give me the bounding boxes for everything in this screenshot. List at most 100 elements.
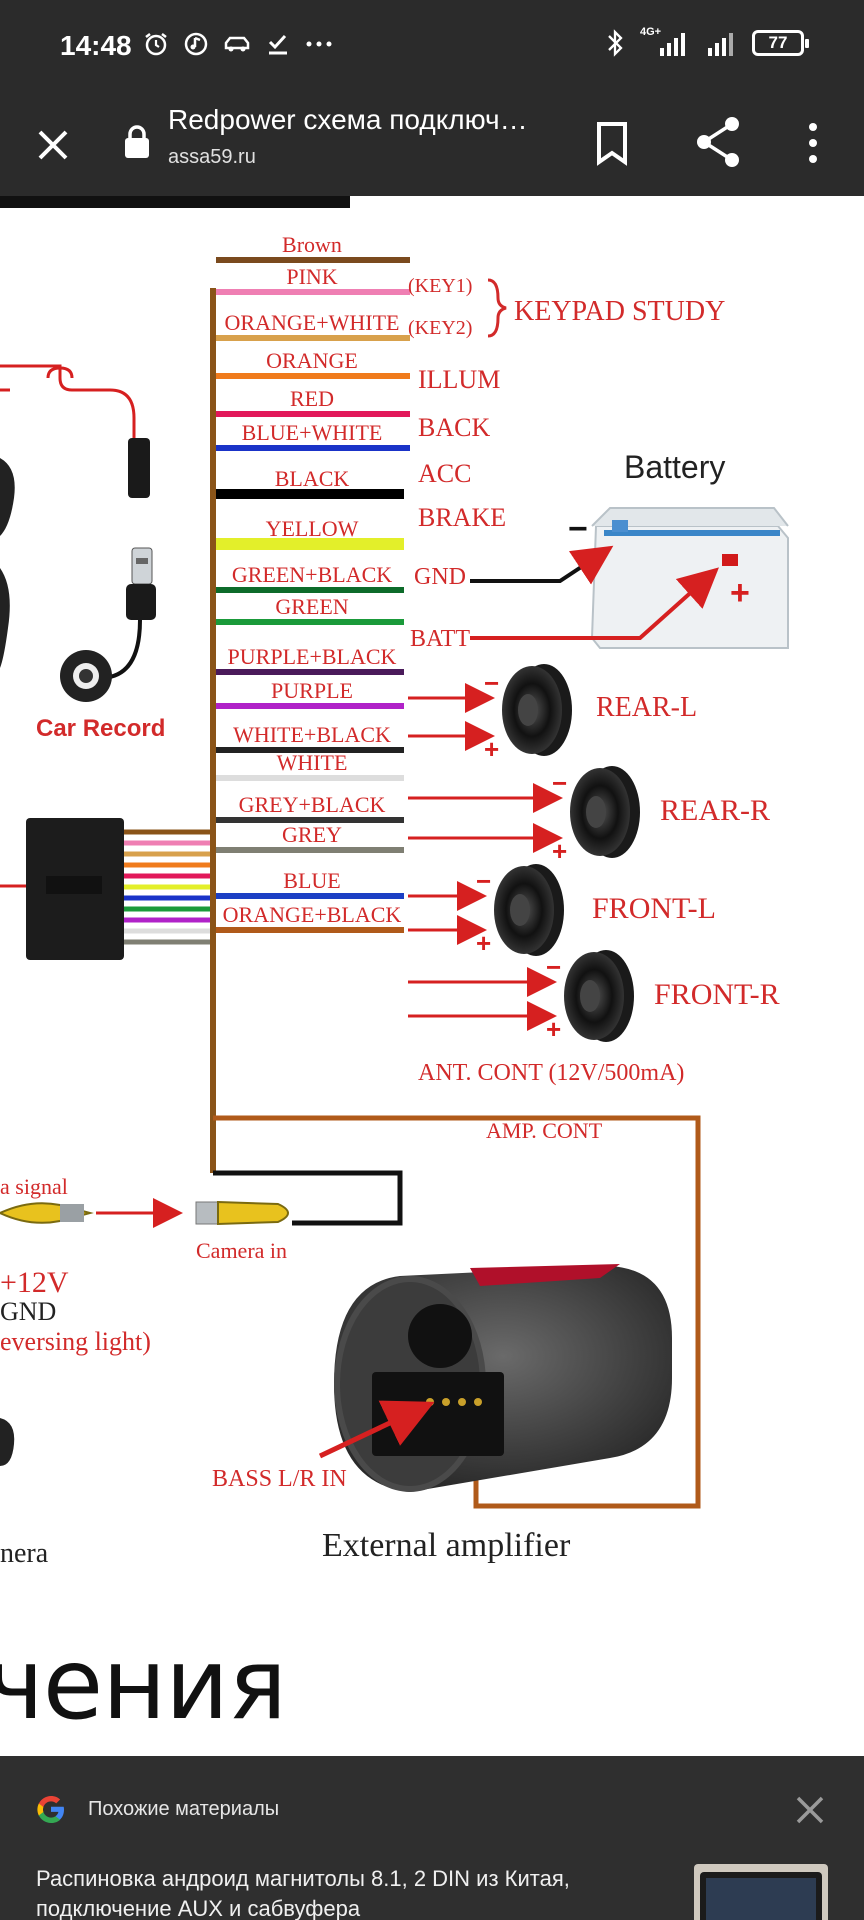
wire-label: PURPLE xyxy=(271,678,353,703)
browser-toolbar: Redpower схема подключ… assa59.ru xyxy=(0,96,864,196)
external-amplifier-label: External amplifier xyxy=(322,1527,571,1564)
speaker-plus: + xyxy=(484,734,499,764)
harness-connector xyxy=(0,818,210,960)
battery-graphic: Battery − + xyxy=(470,449,789,649)
speaker-minus: − xyxy=(484,668,499,698)
label-acc: ACC xyxy=(418,459,471,488)
speakers: −+−+−+−+ xyxy=(408,664,640,1044)
related-item-title[interactable]: Распиновка андроид магнитолы 8.1, 2 DIN … xyxy=(36,1866,570,1920)
label-front-l: FRONT-L xyxy=(592,892,716,925)
wire-label: PURPLE+BLACK xyxy=(228,644,397,669)
wire-label: BLACK xyxy=(275,466,350,491)
signal-icon: 4G+ xyxy=(640,26,690,58)
status-time: 14:48 xyxy=(60,30,132,61)
label-brake: BRAKE xyxy=(418,503,506,532)
wire-label: ORANGE xyxy=(266,348,358,373)
battery-plus: + xyxy=(730,574,750,612)
speaker-front-l: −+ xyxy=(408,864,564,958)
status-notification-icons xyxy=(142,30,334,58)
close-icon xyxy=(38,130,68,160)
close-icon xyxy=(796,1796,824,1824)
bookmark-icon xyxy=(597,122,627,166)
target-labels: (KEY1) (KEY2) KEYPAD STUDY ILLUM BACK AC… xyxy=(408,275,780,1143)
related-item-thumbnail[interactable] xyxy=(694,1864,828,1920)
gnd-left-label: GND xyxy=(0,1297,56,1326)
close-button[interactable] xyxy=(30,122,76,168)
wire-label: GREY+BLACK xyxy=(239,792,386,817)
reversing-light-label: eversing light) xyxy=(0,1327,151,1356)
status-system-icons: 4G+ 77 xyxy=(604,26,809,58)
speaker-plus: + xyxy=(552,836,567,866)
status-bar: 14:48 4G+ 77 xyxy=(0,0,864,96)
more-icon xyxy=(306,41,332,47)
share-button[interactable] xyxy=(694,114,744,170)
signal-icon-2 xyxy=(708,33,733,56)
label-keypad-study: KEYPAD STUDY xyxy=(514,296,725,327)
network-type: 4G+ xyxy=(640,26,662,38)
battery-icon: 77 xyxy=(752,30,809,56)
wire-label: WHITE+BLACK xyxy=(233,722,391,747)
page-title[interactable]: Redpower схема подключ… xyxy=(168,104,528,135)
speaker-front-r: −+ xyxy=(408,950,634,1044)
battery-minus: − xyxy=(568,510,588,548)
battery-label: Battery xyxy=(624,449,725,485)
check-icon xyxy=(268,34,287,55)
wire-label: GREEN+BLACK xyxy=(232,562,392,587)
car-icon xyxy=(224,36,250,52)
bass-lr-in-label: BASS L/R IN xyxy=(212,1466,347,1492)
label-gnd: GND xyxy=(414,564,466,590)
wire-labels: BrownPINKORANGE+WHITEORANGEREDBLUE+WHITE… xyxy=(223,232,402,927)
keypad-brace xyxy=(487,278,507,338)
speaker-minus: − xyxy=(476,866,491,896)
wire-label: GREY xyxy=(282,822,342,847)
label-rear-l: REAR-L xyxy=(596,692,697,723)
wiring-diagram[interactable]: BrownPINKORANGE+WHITEORANGEREDBLUE+WHITE… xyxy=(0,208,864,1608)
label-ant-cont: ANT. CONT (12V/500mA) xyxy=(418,1060,684,1086)
page-url[interactable]: assa59.ru xyxy=(168,146,256,168)
related-materials-sheet: Похожие материалы Распиновка андроид маг… xyxy=(0,1756,864,1920)
label-illum: ILLUM xyxy=(418,365,500,394)
camera-signal-label: a signal xyxy=(0,1174,68,1199)
label-batt: BATT xyxy=(410,626,470,652)
camera-wire xyxy=(213,1170,403,1226)
lock-icon xyxy=(125,125,149,158)
label-key2: (KEY2) xyxy=(408,317,472,339)
speaker-plus: + xyxy=(546,1014,561,1044)
subwoofer-graphic: BASS L/R IN External amplifier xyxy=(212,1264,672,1564)
article-heading: чения xyxy=(0,1628,287,1742)
google-icon xyxy=(37,1796,64,1823)
bookmark-button[interactable] xyxy=(590,118,634,168)
overflow-menu-icon xyxy=(809,123,817,163)
music-icon xyxy=(184,32,208,56)
label-rear-r: REAR-R xyxy=(660,794,770,827)
speaker-rear-l: −+ xyxy=(408,664,572,764)
wire-lines xyxy=(216,257,410,933)
label-front-r: FRONT-R xyxy=(654,978,780,1011)
wire-label: WHITE xyxy=(277,750,348,775)
page-load-progress xyxy=(0,196,350,208)
share-icon xyxy=(697,117,739,167)
wire-label: ORANGE+WHITE xyxy=(225,310,400,335)
related-materials-title: Похожие материалы xyxy=(88,1798,280,1820)
wire-label: ORANGE+BLACK xyxy=(223,902,402,927)
wire-label: YELLOW xyxy=(266,516,359,541)
speaker-rear-r: −+ xyxy=(408,766,640,866)
speaker-plus: + xyxy=(476,928,491,958)
car-record-cluster: Car Record xyxy=(0,364,165,742)
overflow-menu-button[interactable] xyxy=(800,118,826,168)
wire-label: BLUE xyxy=(283,868,340,893)
wire-label: RED xyxy=(290,386,334,411)
label-amp-cont: AMP. CONT xyxy=(486,1118,603,1143)
plus-12v-label: +12V xyxy=(0,1266,69,1299)
bluetooth-icon xyxy=(608,29,623,57)
label-back: BACK xyxy=(418,413,490,442)
wire-label: BLUE+WHITE xyxy=(242,420,383,445)
close-sheet-button[interactable] xyxy=(792,1792,828,1828)
camera-label: nera xyxy=(0,1538,49,1569)
car-record-label: Car Record xyxy=(36,715,165,742)
camera-section: a signal Camera in +12V GND eversing lig… xyxy=(0,1174,289,1569)
speaker-minus: − xyxy=(552,768,567,798)
camera-in-label: Camera in xyxy=(196,1238,287,1263)
wire-label: GREEN xyxy=(275,594,348,619)
speaker-minus: − xyxy=(546,952,561,982)
